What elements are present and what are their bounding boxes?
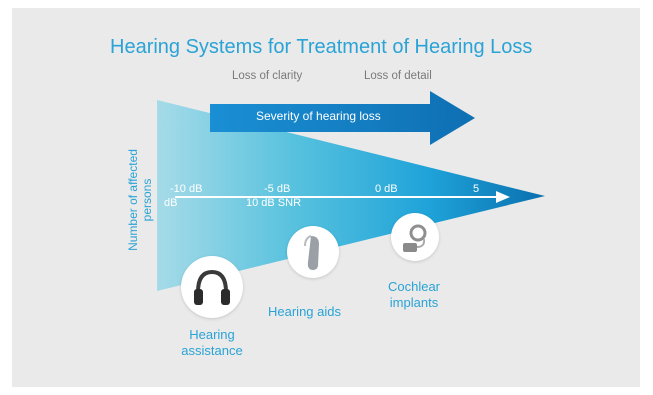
tick-minus5: -5 dB — [264, 183, 291, 195]
severity-arrow — [210, 91, 475, 145]
snr-scale-arrowhead — [496, 191, 510, 203]
cochlear-implant-circle — [391, 213, 439, 261]
page-title: Hearing Systems for Treatment of Hearing… — [110, 36, 533, 58]
cochlear-implant-icon — [403, 224, 427, 252]
scale-unit-label: dB — [164, 197, 178, 209]
cochlear-implants-label: Cochlear implants — [387, 279, 441, 310]
tick-minus10: -10 dB — [170, 183, 203, 195]
severity-arrow-label: Severity of hearing loss — [256, 109, 381, 123]
hearing-assistance-label: Hearing assistance — [181, 327, 243, 358]
hearing-aid-icon — [304, 235, 319, 270]
tick-0: 0 dB — [375, 183, 398, 195]
y-axis-label: Number of affected persons — [126, 149, 154, 251]
loss-of-clarity-label: Loss of clarity — [232, 70, 303, 82]
loss-of-detail-label: Loss of detail — [364, 70, 432, 82]
snr-label: 10 dB SNR — [246, 197, 302, 209]
headphones-icon — [194, 269, 230, 305]
hearing-aid-circle — [287, 226, 339, 278]
tick-5: 5 — [473, 183, 480, 195]
severity-triangle — [157, 100, 545, 291]
hearing-aids-label: Hearing aids — [268, 304, 341, 319]
headphones-circle — [181, 256, 243, 318]
